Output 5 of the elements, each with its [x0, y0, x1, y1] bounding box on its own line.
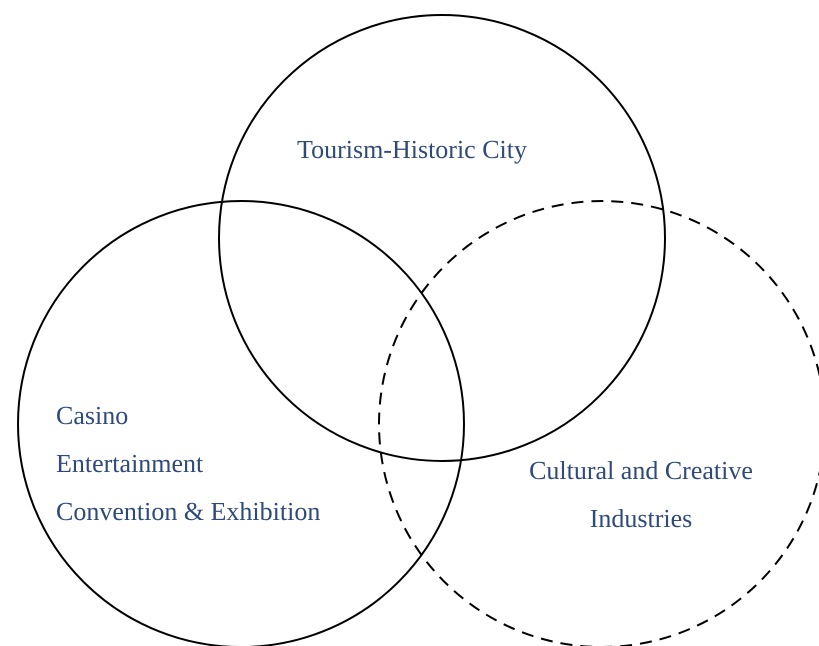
circle-label: Casino	[56, 400, 128, 432]
circle-label: Convention & Exhibition	[56, 496, 320, 528]
circle-label: Cultural and Creative Industries	[528, 455, 754, 535]
circle-label: Tourism-Historic City	[297, 134, 528, 166]
circle-label: Entertainment	[56, 448, 204, 480]
